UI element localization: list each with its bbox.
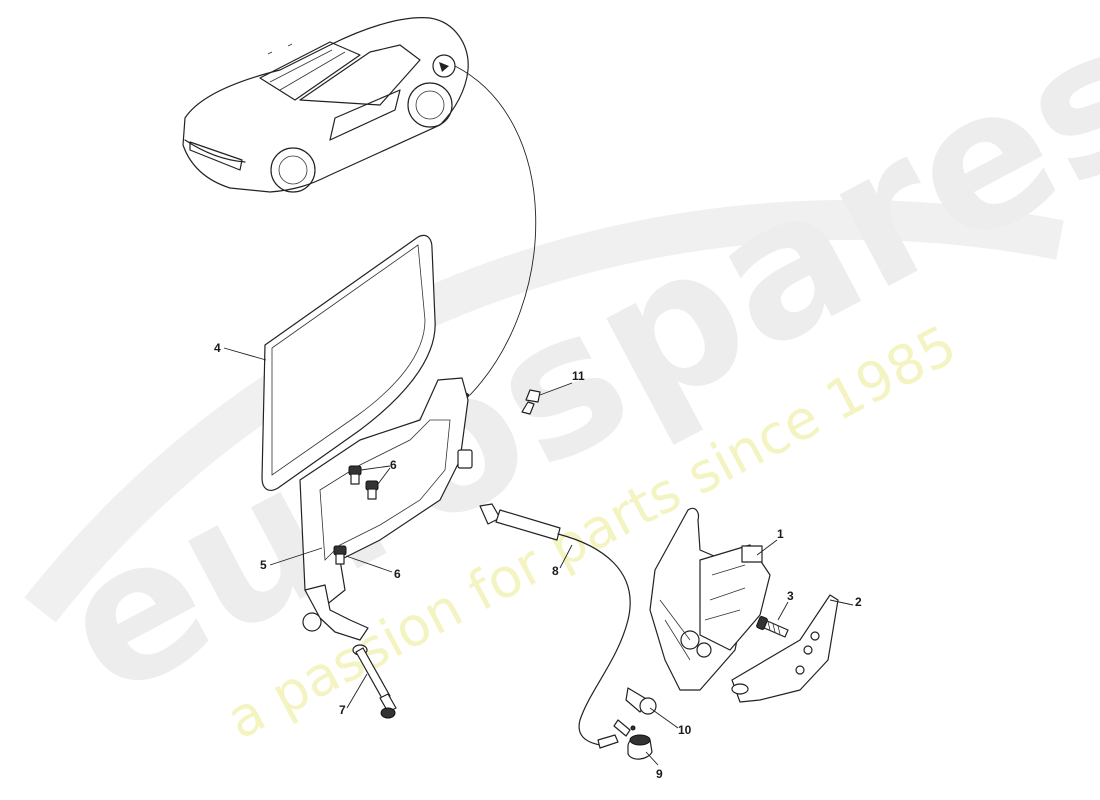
push-clip bbox=[521, 389, 541, 415]
gas-strut bbox=[352, 644, 397, 719]
callout-7: 7 bbox=[339, 703, 346, 717]
watermark-swoosh bbox=[24, 199, 1064, 623]
callout-9: 9 bbox=[656, 767, 663, 781]
callout-6-upper: 6 bbox=[390, 458, 397, 472]
car-illustration bbox=[182, 17, 469, 193]
grommet bbox=[627, 734, 653, 760]
callout-5: 5 bbox=[260, 558, 267, 572]
bolt-3 bbox=[756, 616, 789, 638]
release-cable bbox=[479, 503, 631, 749]
detail-leader bbox=[454, 65, 537, 396]
callout-10: 10 bbox=[678, 723, 692, 737]
callout-2: 2 bbox=[855, 595, 862, 609]
callouts: 1 2 3 4 5 6 6 7 8 9 10 11 bbox=[214, 341, 862, 781]
callout-6-lower: 6 bbox=[394, 567, 401, 581]
callout-11: 11 bbox=[572, 369, 585, 383]
callout-1: 1 bbox=[777, 527, 784, 541]
bolt-6-upper bbox=[348, 465, 379, 500]
callout-4: 4 bbox=[214, 341, 221, 355]
cable-clip bbox=[613, 687, 657, 737]
leader-lines bbox=[223, 347, 854, 766]
mounting-bracket bbox=[731, 594, 839, 703]
fuel-door-panel bbox=[261, 234, 436, 491]
bolt-6-lower bbox=[333, 545, 347, 565]
actuator bbox=[649, 507, 771, 691]
callout-8: 8 bbox=[552, 564, 559, 578]
callout-3: 3 bbox=[787, 589, 794, 603]
